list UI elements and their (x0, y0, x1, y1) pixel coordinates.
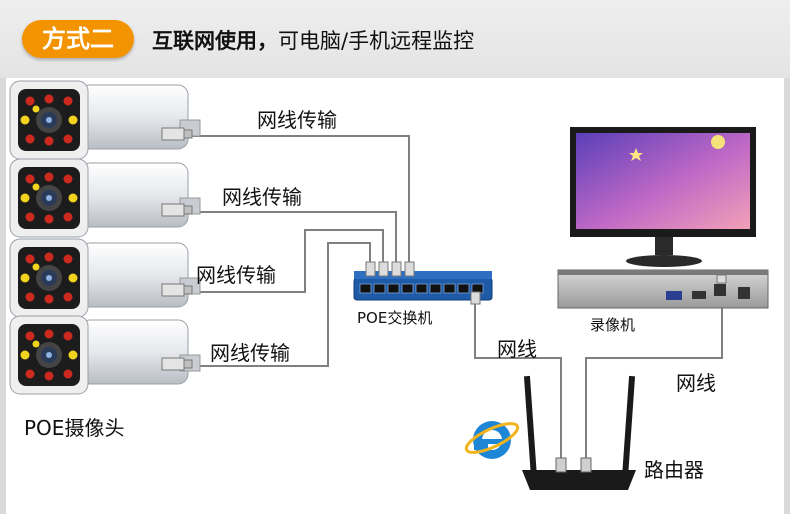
poe-switch-icon (353, 261, 493, 305)
header-bar: 方式二 互联网使用，可电脑/手机远程监控 (0, 0, 790, 78)
cable-label-1: 网线传输 (257, 108, 337, 132)
monitor-icon (570, 127, 756, 267)
title-bold: 互联网使用， (152, 29, 278, 53)
page-title: 互联网使用，可电脑/手机远程监控 (152, 25, 474, 55)
internet-explorer-icon (464, 421, 520, 459)
poe-switch-label: POE交换机 (357, 309, 433, 327)
cable-label-3: 网线传输 (196, 263, 276, 287)
cable-lines (185, 135, 723, 466)
method-badge: 方式二 (22, 20, 134, 58)
cable-label-4: 网线传输 (210, 341, 290, 365)
poe-camera-icon (9, 80, 201, 395)
poe-camera-label: POE摄像头 (24, 416, 125, 440)
router-icon (522, 375, 636, 490)
cable-label-nvr-router: 网线 (676, 371, 716, 395)
title-rest: 可电脑/手机远程监控 (278, 29, 475, 53)
router-label: 路由器 (644, 458, 704, 482)
nvr-icon (557, 269, 769, 309)
cable-label-2: 网线传输 (222, 185, 302, 209)
nvr-label: 录像机 (590, 316, 636, 334)
cable-label-switch-router: 网线 (497, 337, 537, 361)
